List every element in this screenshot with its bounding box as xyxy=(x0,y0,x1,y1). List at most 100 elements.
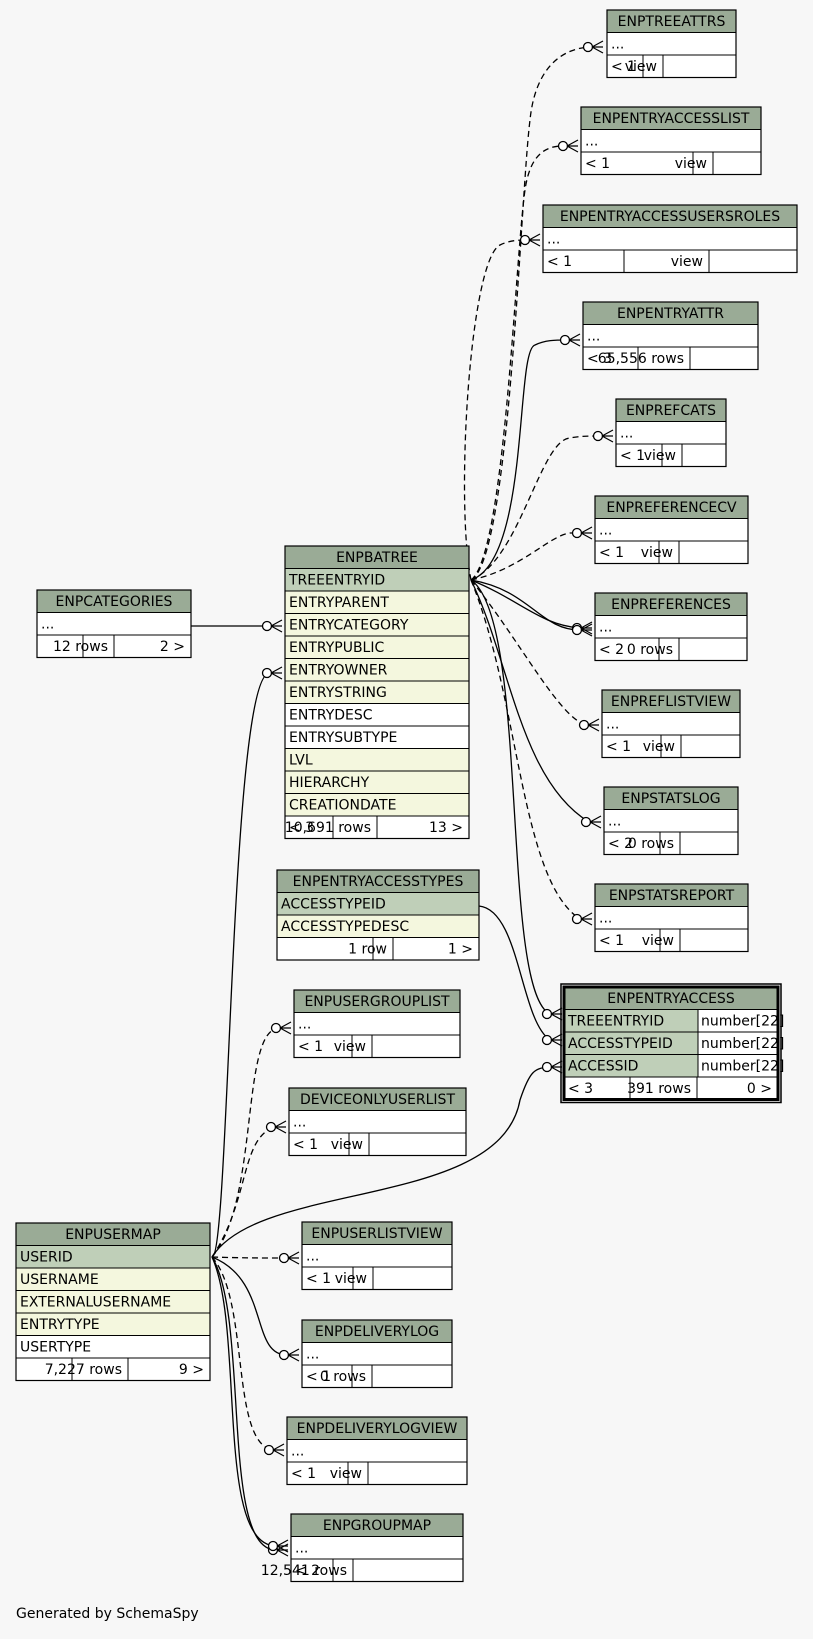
table-border xyxy=(286,1416,468,1486)
column-name: ... xyxy=(587,329,600,345)
footer-children: 0 > xyxy=(747,1081,772,1097)
footer-parents: < 1 xyxy=(599,545,624,561)
column-name: ENTRYPUBLIC xyxy=(289,640,384,656)
relationship-line xyxy=(463,239,529,581)
column-name: LVL xyxy=(289,753,313,769)
table-enpusermap[interactable]: ENPUSERMAPUSERIDUSERNAMEEXTERNALUSERNAME… xyxy=(15,1222,211,1382)
column-name: HIERARCHY xyxy=(289,775,370,791)
footer-parents: < 1 xyxy=(585,156,610,172)
column-name: ... xyxy=(606,717,619,733)
table-title: ENPENTRYATTR xyxy=(617,306,724,322)
footer-children: 1 > xyxy=(448,942,473,958)
table-enpentryaccesstypes[interactable]: ENPENTRYACCESSTYPESACCESSTYPEIDACCESSTYP… xyxy=(276,869,480,961)
table-title: ENPDELIVERYLOGVIEW xyxy=(297,1421,458,1437)
cardinality-marker xyxy=(571,624,583,636)
relationship-line xyxy=(211,672,271,1258)
footer-parents: < 1 xyxy=(606,739,631,755)
relationship-line xyxy=(478,905,551,1041)
footer-parents: < 2 xyxy=(608,836,633,852)
footer-parents: < 1 xyxy=(293,1137,318,1153)
footer-children: 9 > xyxy=(179,1362,204,1378)
footer-parents: < 1 xyxy=(599,933,624,949)
table-enpstatslog[interactable]: ENPSTATSLOG...< 20 rows xyxy=(603,786,739,856)
table-enpentryattr[interactable]: ENPENTRYATTR...< 365,556 rows xyxy=(582,301,759,371)
table-title: ENPENTRYACCESSUSERSROLES xyxy=(560,209,780,225)
footer-parents: < 3 xyxy=(568,1081,593,1097)
crowfoot-marker xyxy=(589,815,602,829)
crowfoot-marker xyxy=(287,1348,300,1362)
table-border xyxy=(301,1221,453,1291)
footer-children: 2 > xyxy=(160,639,185,655)
footer-rows: 12 rows xyxy=(53,639,108,655)
column-name: ... xyxy=(306,1347,319,1363)
cardinality-marker xyxy=(519,234,531,246)
cardinality-marker xyxy=(261,620,273,632)
cardinality-marker xyxy=(580,816,592,828)
footer-cell-children xyxy=(689,346,759,370)
relationship-line xyxy=(470,579,581,629)
cardinality-marker xyxy=(278,1349,290,1361)
cardinality-marker xyxy=(578,719,590,731)
footer-rows: view xyxy=(671,254,703,270)
table-border xyxy=(594,495,749,565)
table-border xyxy=(284,545,470,840)
table-title: ENPTREEATTRS xyxy=(618,14,726,30)
table-title: ENPDELIVERYLOG xyxy=(315,1324,439,1340)
tables-layer: ENPTREEATTRS...< 1viewENPENTRYACCESSLIST… xyxy=(15,9,798,1583)
table-title: DEVICEONLYUSERLIST xyxy=(300,1092,455,1108)
footer-rows: 0 rows xyxy=(628,836,674,852)
footer-cell-children xyxy=(352,1558,464,1582)
footer-parents: < 2 xyxy=(599,642,624,658)
column-name: ... xyxy=(306,1249,319,1265)
footer-rows: view xyxy=(335,1271,367,1287)
footer-rows: view xyxy=(644,448,676,464)
relationship-line xyxy=(470,579,581,631)
table-title: ENPGROUPMAP xyxy=(323,1518,431,1534)
footer-parents: < 1 xyxy=(620,448,645,464)
column-row xyxy=(606,32,737,56)
column-name: ... xyxy=(620,426,633,442)
column-name: ENTRYCATEGORY xyxy=(289,618,409,634)
column-name: TREEENTRYID xyxy=(567,1014,664,1030)
column-row xyxy=(301,1244,453,1268)
table-title: ENPENTRYACCESSTYPES xyxy=(293,874,464,890)
table-title: ENPSTATSREPORT xyxy=(609,888,735,904)
column-name: ACCESSTYPEID xyxy=(281,897,386,913)
table-enpbatree[interactable]: ENPBATREETREEENTRYIDENTRYPARENTENTRYCATE… xyxy=(284,545,470,840)
cardinality-marker xyxy=(265,1121,277,1133)
column-row xyxy=(580,129,762,153)
column-name: ACCESSTYPEID xyxy=(568,1036,673,1052)
footer-rows: view xyxy=(625,59,657,75)
table-enpgroupmap[interactable]: ENPGROUPMAP...< 212,541 rows xyxy=(261,1513,464,1583)
relationship-line xyxy=(470,579,588,726)
table-title: ENPUSERMAP xyxy=(65,1227,161,1243)
crowfoot-marker xyxy=(528,233,541,247)
table-border xyxy=(293,989,461,1059)
table-border xyxy=(601,689,741,759)
relationship-line xyxy=(211,1256,277,1551)
footer-cell-children xyxy=(678,540,749,564)
crowfoot-marker xyxy=(580,912,593,926)
column-name: USERID xyxy=(20,1250,73,1266)
table-title: ENPENTRYACCESS xyxy=(607,991,735,1007)
table-enpdeliverylog[interactable]: ENPDELIVERYLOG...< 10 rows xyxy=(301,1319,453,1389)
table-title: ENPUSERGROUPLIST xyxy=(304,994,450,1010)
footer-cell-children xyxy=(680,734,741,758)
column-name: ... xyxy=(599,911,612,927)
relationship-line xyxy=(470,435,602,581)
